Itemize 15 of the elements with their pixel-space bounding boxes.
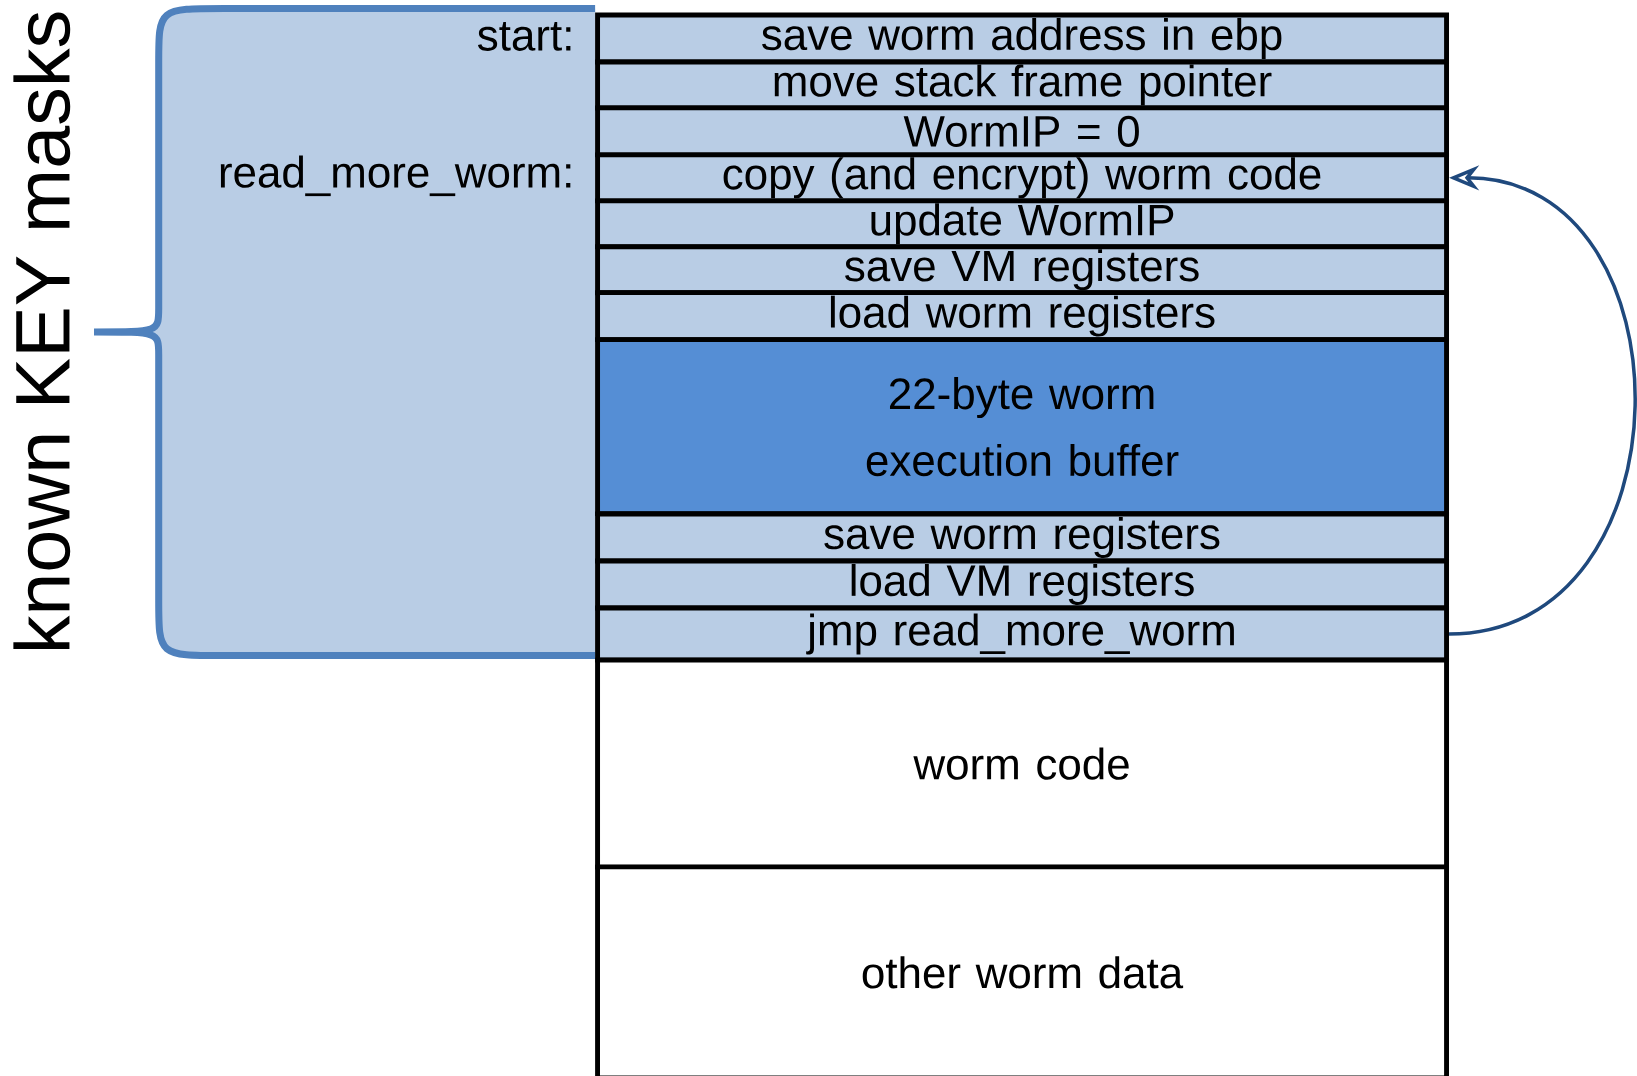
- memory-row: WormIP = 0: [595, 105, 1449, 158]
- memory-row: save worm registers: [595, 511, 1449, 564]
- memory-row: worm code: [595, 657, 1449, 870]
- memory-row: save VM registers: [595, 244, 1449, 296]
- memory-row: copy (and encrypt) worm code: [595, 152, 1449, 204]
- memory-row: load VM registers: [595, 558, 1449, 611]
- address-label: read_more_worm:: [220, 155, 571, 197]
- memory-row: save worm address in ebp: [595, 12, 1449, 65]
- memory-row: other worm data: [595, 864, 1449, 1076]
- brace-label: known KEY masks: [13, 12, 71, 650]
- memory-row: jmp read_more_worm: [595, 605, 1449, 663]
- address-label: start:: [477, 22, 571, 51]
- memory-row: move stack frame pointer: [595, 59, 1449, 111]
- memory-row: load worm registers: [595, 290, 1449, 343]
- memory-row: update WormIP: [595, 198, 1449, 250]
